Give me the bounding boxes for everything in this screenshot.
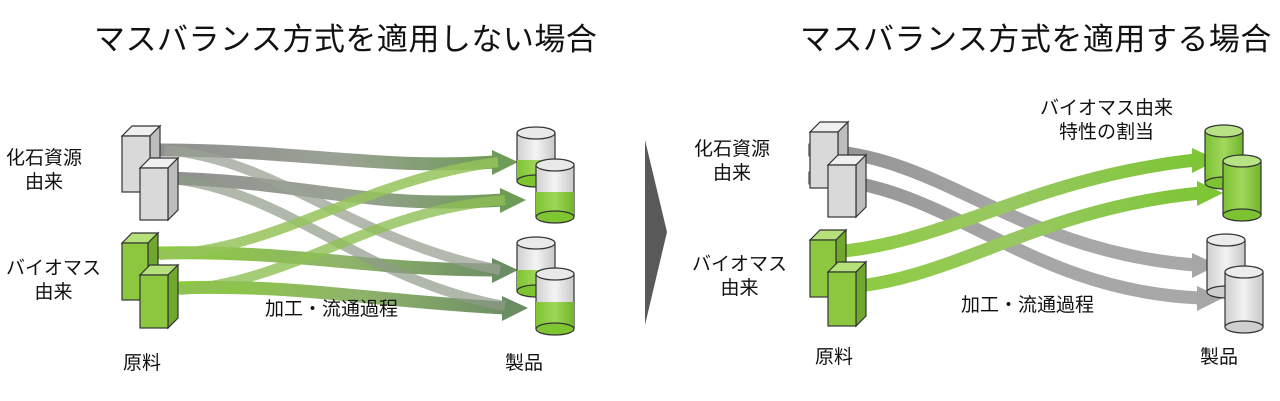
fossil-label-line1: 化石資源 (6, 147, 83, 169)
fossil-source-label-right: 化石資源 由来 (694, 137, 770, 185)
process-label-right: 加工・流通過程 (961, 294, 1095, 316)
biomass-label-line1-right: バイオマス (692, 253, 788, 275)
raw-material-label-right: 原料 (815, 346, 854, 368)
arrowhead-1 (492, 150, 518, 175)
left-title: マスバランス方式を適用しない場合 (94, 22, 598, 58)
biomass-raw-material-boxes (120, 231, 180, 330)
flow-bio-top (814, 153, 1196, 260)
allocation-label-line1: バイオマス由来 (1040, 97, 1174, 119)
cross-curve-3 (159, 157, 499, 260)
biomass-source-label: バイオマス 由来 (6, 256, 101, 304)
process-label: 加工・流通過程 (265, 298, 399, 320)
panel-with-mass-balance: マスバランス方式を適用する場合 化石資源 由来 バイオマス 由来 バイオマス由来… (640, 0, 1280, 401)
fossil-label-line2: 由来 (25, 171, 64, 193)
arrowhead-4 (502, 296, 528, 321)
allocation-label-line2: 特性の割当 (1059, 121, 1155, 143)
product-label: 製品 (505, 352, 544, 374)
cross-curve-1 (164, 145, 501, 275)
right-title: マスバランス方式を適用する場合 (800, 22, 1272, 58)
flow-arrow-fossil-top (159, 143, 496, 171)
product-cylinders-bottom (516, 236, 575, 336)
product-cylinders-gray (1206, 233, 1264, 334)
allocation-label: バイオマス由来 特性の割当 (1040, 96, 1173, 144)
arrowhead-green-2 (1197, 181, 1223, 206)
flow-bio-bottom (834, 186, 1201, 295)
left-flow-diagram (120, 124, 575, 336)
right-flow-diagram (807, 120, 1264, 334)
cross-curve-4 (179, 195, 506, 295)
product-cylinders-green (1204, 124, 1262, 222)
arrowhead-3 (492, 258, 518, 283)
flow-arrow-fossil-bottom (159, 171, 504, 209)
biomass-label-line2: 由来 (34, 281, 73, 303)
fossil-label-line2-right: 由来 (713, 162, 752, 184)
cross-curve-2 (164, 173, 506, 311)
arrowhead-gray-2 (1197, 286, 1223, 311)
fossil-label-line1-right: 化石資源 (694, 138, 771, 160)
raw-material-label: 原料 (123, 352, 162, 374)
fossil-raw-material-boxes (120, 124, 180, 222)
fossil-raw-material-boxes-right (808, 120, 868, 219)
fossil-source-label: 化石資源 由来 (6, 146, 82, 194)
biomass-source-label-right: バイオマス 由来 (692, 252, 787, 300)
biomass-label-line2-right: 由来 (720, 277, 759, 299)
panel-without-mass-balance: マスバランス方式を適用しない場合 化石資源 由来 バイオマス 由来 加工・流通過… (6, 22, 598, 374)
product-cylinders-top (516, 126, 575, 224)
arrowhead-gray-1 (1192, 253, 1218, 278)
arrowhead-2 (500, 188, 526, 213)
biomass-label-line1: バイオマス (6, 257, 102, 279)
biomass-raw-material-boxes-right (808, 228, 868, 328)
product-label-right: 製品 (1200, 346, 1239, 368)
